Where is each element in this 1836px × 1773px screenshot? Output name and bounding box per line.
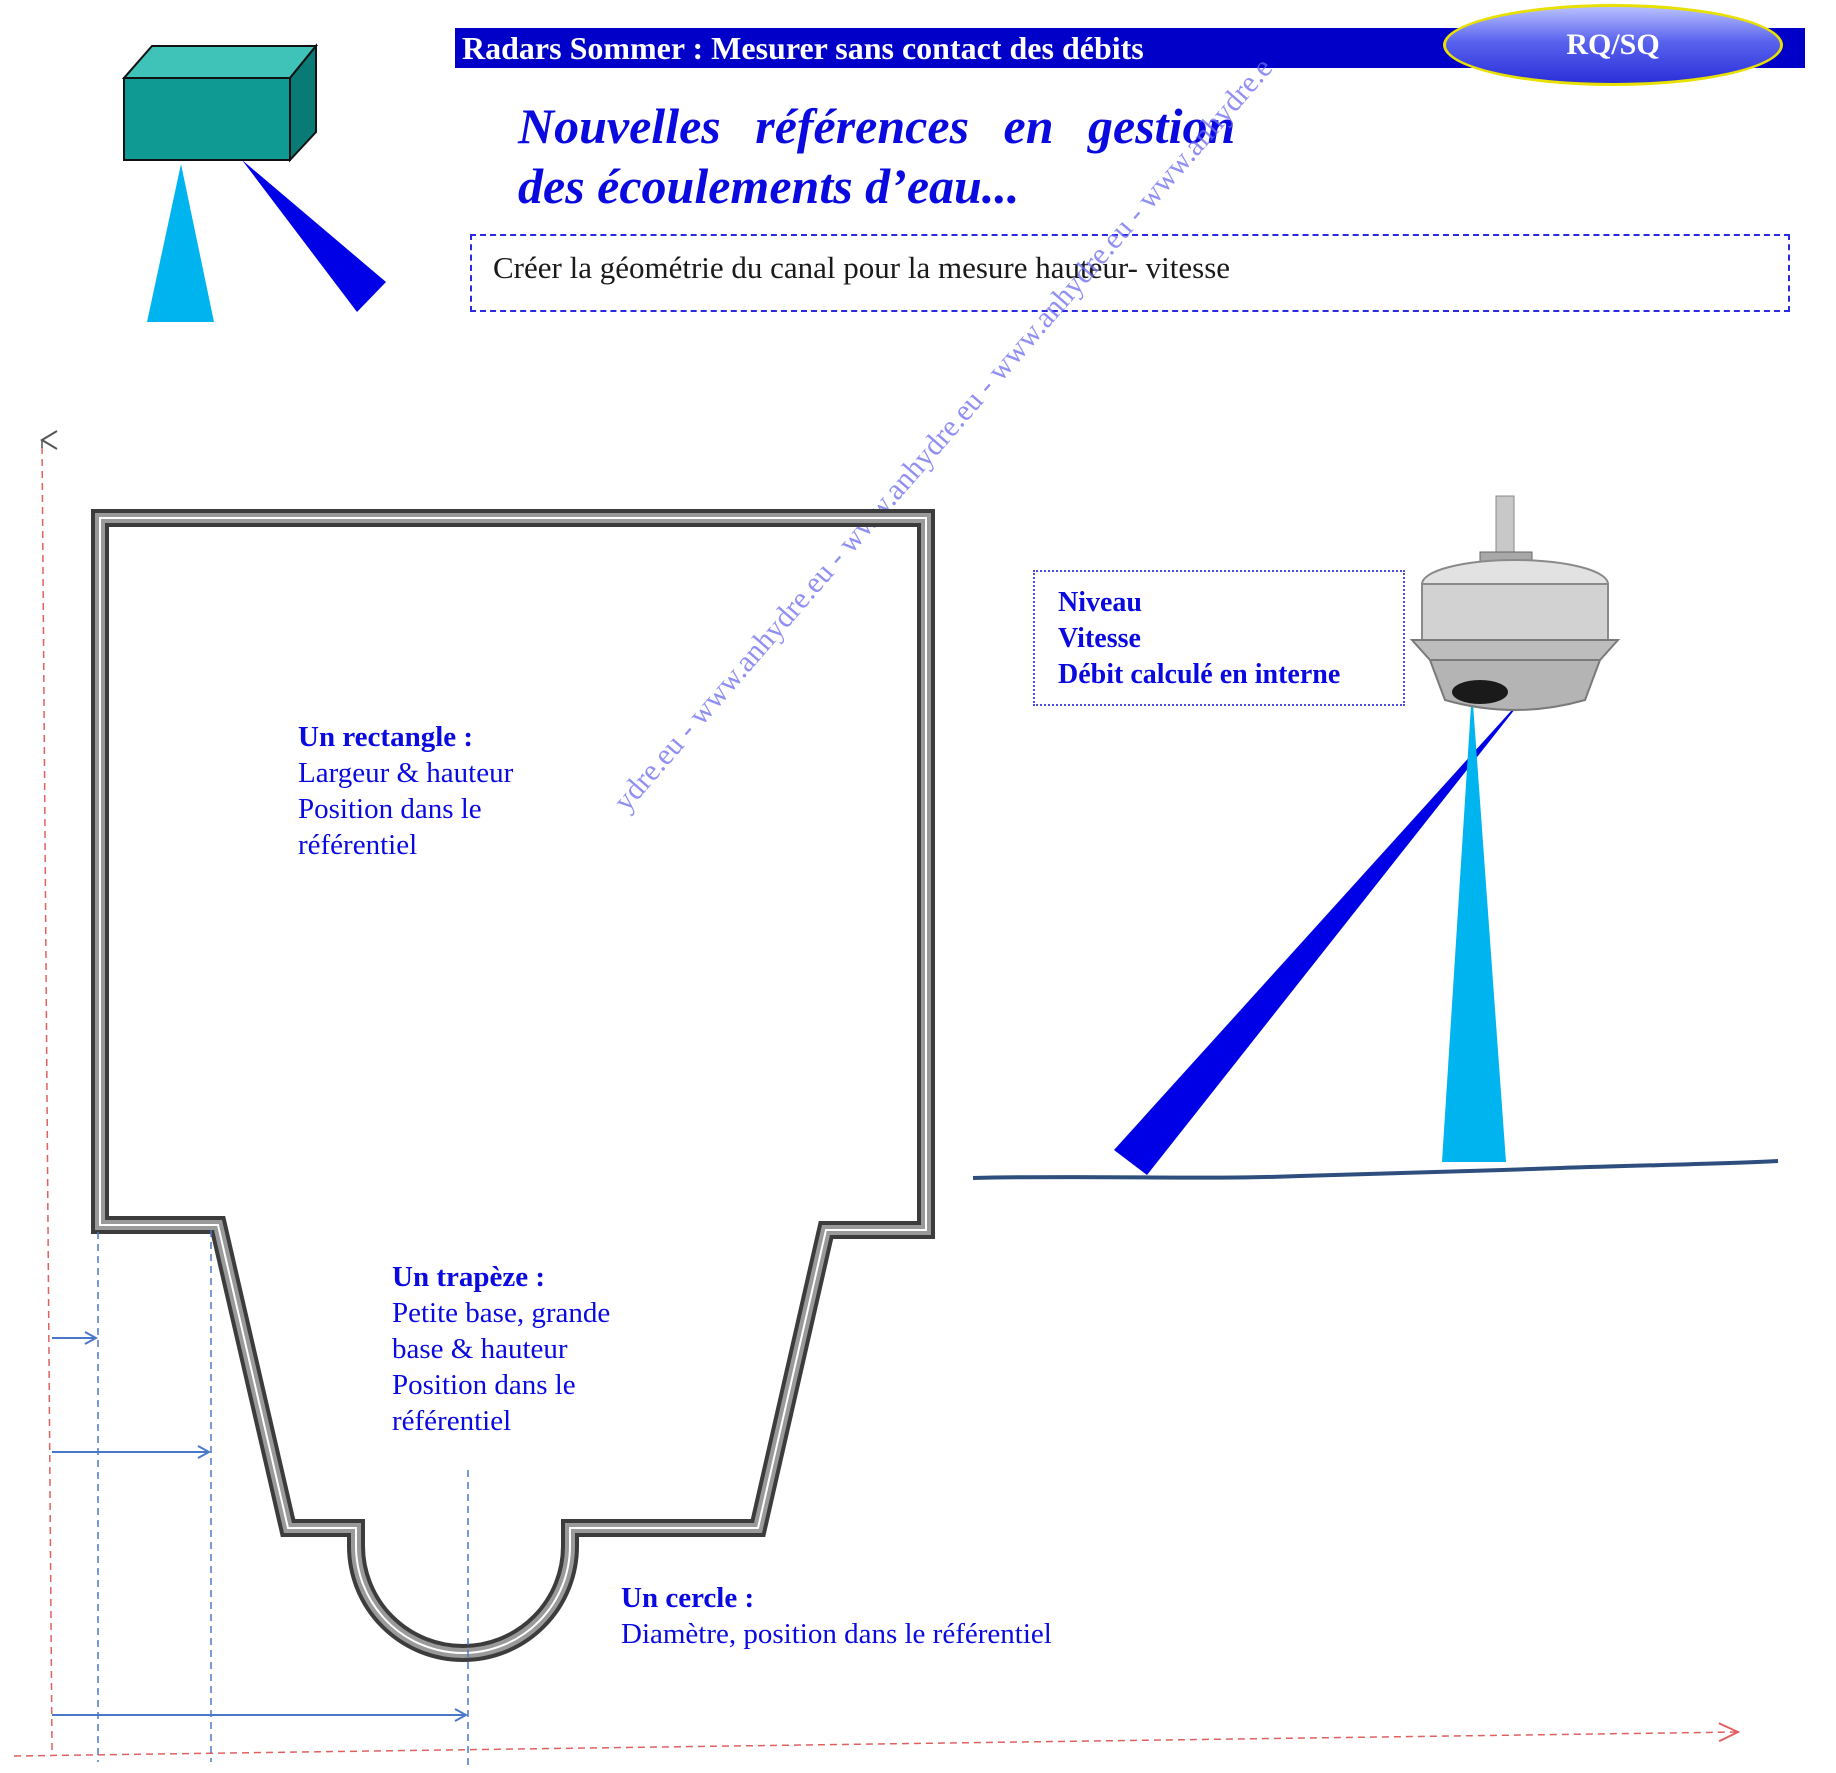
horizontal-reference-axis bbox=[13, 1732, 1738, 1757]
trapeze-label-line-2: base & hauteur bbox=[392, 1333, 568, 1365]
rectangle-label: Un rectangle : Largeur & hauteur Positio… bbox=[298, 719, 513, 863]
rq-sq-badge: RQ/SQ bbox=[1443, 4, 1783, 86]
radar-info: Niveau Vitesse Débit calculé en interne bbox=[1058, 585, 1340, 693]
logo-level-beam bbox=[147, 164, 214, 322]
trapeze-label-line-3: Position dans le bbox=[392, 1369, 576, 1401]
velocity-beam bbox=[1114, 690, 1530, 1175]
radar-info-velocity: Vitesse bbox=[1058, 623, 1141, 654]
channel-outline bbox=[91, 509, 935, 1662]
circle-label-title: Un cercle : bbox=[621, 1582, 755, 1614]
subtitle-frame bbox=[470, 234, 1790, 312]
rectangle-label-line-1: Largeur & hauteur bbox=[298, 757, 514, 789]
radar-sensor-icon bbox=[1409, 495, 1621, 711]
logo-velocity-beam bbox=[242, 160, 386, 312]
trapeze-label-title: Un trapèze : bbox=[392, 1261, 546, 1293]
radar-info-frame bbox=[1033, 570, 1405, 706]
circle-label-line-1: Diamètre, position dans le référentiel bbox=[621, 1618, 1052, 1650]
headline: Nouvelles références en gestion des écou… bbox=[518, 96, 1235, 216]
rectangle-label-line-2: Position dans le bbox=[298, 793, 482, 825]
radar-logo-icon bbox=[121, 43, 386, 322]
level-beam bbox=[1442, 690, 1506, 1162]
radar-info-level: Niveau bbox=[1058, 587, 1142, 618]
headline-line-1: Nouvelles références en gestion bbox=[518, 98, 1236, 154]
subtitle: Créer la géométrie du canal pour la mesu… bbox=[493, 250, 1231, 285]
logo-box-front bbox=[123, 77, 291, 161]
headline-line-2: des écoulements d’eau... bbox=[518, 158, 1020, 214]
circle-label: Un cercle : Diamètre, position dans le r… bbox=[621, 1580, 1052, 1652]
trapeze-label-line-1: Petite base, grande bbox=[392, 1297, 611, 1329]
trapeze-label-line-4: référentiel bbox=[392, 1405, 512, 1437]
trapeze-label: Un trapèze : Petite base, grande base & … bbox=[392, 1259, 610, 1439]
water-surface-line bbox=[972, 1159, 1779, 1180]
header-title: Radars Sommer : Mesurer sans contact des… bbox=[462, 30, 1144, 66]
vertical-reference-axis bbox=[41, 439, 53, 1751]
rectangle-label-title: Un rectangle : bbox=[298, 721, 474, 753]
rectangle-label-line-3: référentiel bbox=[298, 829, 418, 861]
radar-info-flow: Débit calculé en interne bbox=[1058, 659, 1341, 690]
